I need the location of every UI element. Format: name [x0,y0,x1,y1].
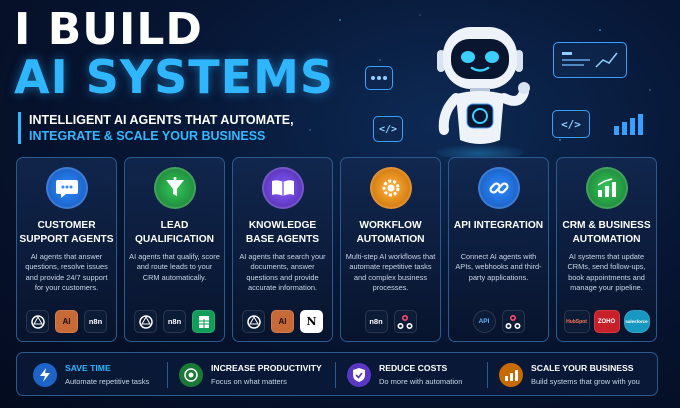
card-logos: n8n [125,310,224,333]
benefit-description: Build systems that grow with you [531,377,640,386]
chat-dots-icon [365,66,393,90]
benefit-title: INCREASE PRODUCTIVITY [211,363,322,373]
subheadline-line-1: INTELLIGENT AI AGENTS THAT AUTOMATE, [29,113,294,127]
n8n-logo: n8n [364,310,388,333]
service-cards: CUSTOMER SUPPORT AGENTS AI agents that a… [16,157,664,342]
card-title: KNOWLEDGE BASE AGENTS [245,220,320,245]
card-description: AI agents that answer questions, resolve… [25,252,108,292]
n8n-logo: n8n [163,310,186,333]
webhook-logo [501,310,525,333]
hubspot-logo: HubSpot [563,310,590,333]
dashboard-icon [553,42,627,78]
target-icon [179,363,203,387]
benefit-increase-productivity: INCREASE PRODUCTIVITY Focus on what matt… [179,353,322,397]
n8n-logo: n8n [84,310,107,333]
card-title: WORKFLOW AUTOMATION [356,220,425,245]
benefit-reduce-costs: REDUCE COSTS Do more with automation [347,353,462,397]
card-api-integration[interactable]: API INTEGRATION Connect AI agents with A… [448,157,549,342]
funnel-icon [153,167,196,209]
card-title: CUSTOMER SUPPORT AGENTS [19,220,114,245]
card-logos: AI N [233,310,332,333]
api-logo: API [472,310,496,333]
code-icon: </> [373,116,403,142]
link-icon [477,167,520,209]
salesforce-logo: salesforce [623,310,650,333]
bar-chart-icon [585,167,628,209]
card-title: API INTEGRATION [453,220,544,231]
card-description: AI systems that update CRMs, send follow… [567,252,646,292]
robot-illustration [420,22,540,162]
headline-line-2: AI SYSTEMS [14,50,335,104]
shield-check-icon [347,363,371,387]
benefit-title: SCALE YOUR BUSINESS [531,363,634,373]
anthropic-logo: AI [55,310,78,333]
card-workflow-automation[interactable]: WORKFLOW AUTOMATION Multi-step AI workfl… [340,157,441,342]
google-sheets-logo [192,310,215,333]
card-title: CRM & BUSINESS AUTOMATION [562,220,651,245]
card-logos: n8n [341,310,440,333]
openai-logo [242,310,265,333]
subheadline-line-2: INTEGRATE & SCALE YOUR BUSINESS [29,129,266,143]
benefit-save-time: SAVE TIME Automate repetitive tasks [33,353,149,397]
anthropic-logo: AI [271,310,294,333]
benefit-title: SAVE TIME [65,363,111,373]
card-description: Connect AI agents with APIs, webhooks an… [455,252,542,282]
card-knowledge-base[interactable]: KNOWLEDGE BASE AGENTS AI agents that sea… [232,157,333,342]
card-crm-business-automation[interactable]: CRM & BUSINESS AUTOMATION AI systems tha… [556,157,657,342]
card-logos: API [449,310,548,333]
benefit-title: REDUCE COSTS [379,363,448,373]
notion-logo: N [300,310,323,333]
benefit-description: Focus on what matters [211,377,287,386]
openai-logo [26,310,49,333]
benefit-description: Do more with automation [379,377,463,386]
card-logos: AI n8n [17,310,116,333]
card-description: Multi-step AI workflows that automate re… [345,252,436,292]
growth-chart-icon [499,363,523,387]
zoho-logo: ZOHO [593,310,620,333]
card-title: LEAD QUALIFICATION [134,220,215,245]
benefit-description: Automate repetitive tasks [65,377,150,386]
card-description: AI agents that search your documents, an… [239,252,326,292]
card-customer-support[interactable]: CUSTOMER SUPPORT AGENTS AI agents that a… [16,157,117,342]
divider [167,362,168,388]
card-logos: HubSpot ZOHO salesforce [557,310,656,333]
divider [487,362,488,388]
benefits-bar: SAVE TIME Automate repetitive tasks INCR… [16,352,658,396]
lightning-icon [33,363,57,387]
bar-chart-decor-icon [612,112,648,141]
card-lead-qualification[interactable]: LEAD QUALIFICATION AI agents that qualif… [124,157,225,342]
openai-logo [134,310,157,333]
card-description: AI agents that qualify, score and route … [129,252,220,282]
benefit-scale-business: SCALE YOUR BUSINESS Build systems that g… [499,353,640,397]
subheadline: INTELLIGENT AI AGENTS THAT AUTOMATE, INT… [18,112,294,144]
headline-line-1: I BUILD [14,4,203,55]
webhook-logo [393,310,417,333]
open-book-icon [261,167,304,209]
chat-bubble-icon [45,167,88,209]
code-brackets-icon: </> [552,110,590,138]
divider [335,362,336,388]
gear-icon [369,167,412,209]
